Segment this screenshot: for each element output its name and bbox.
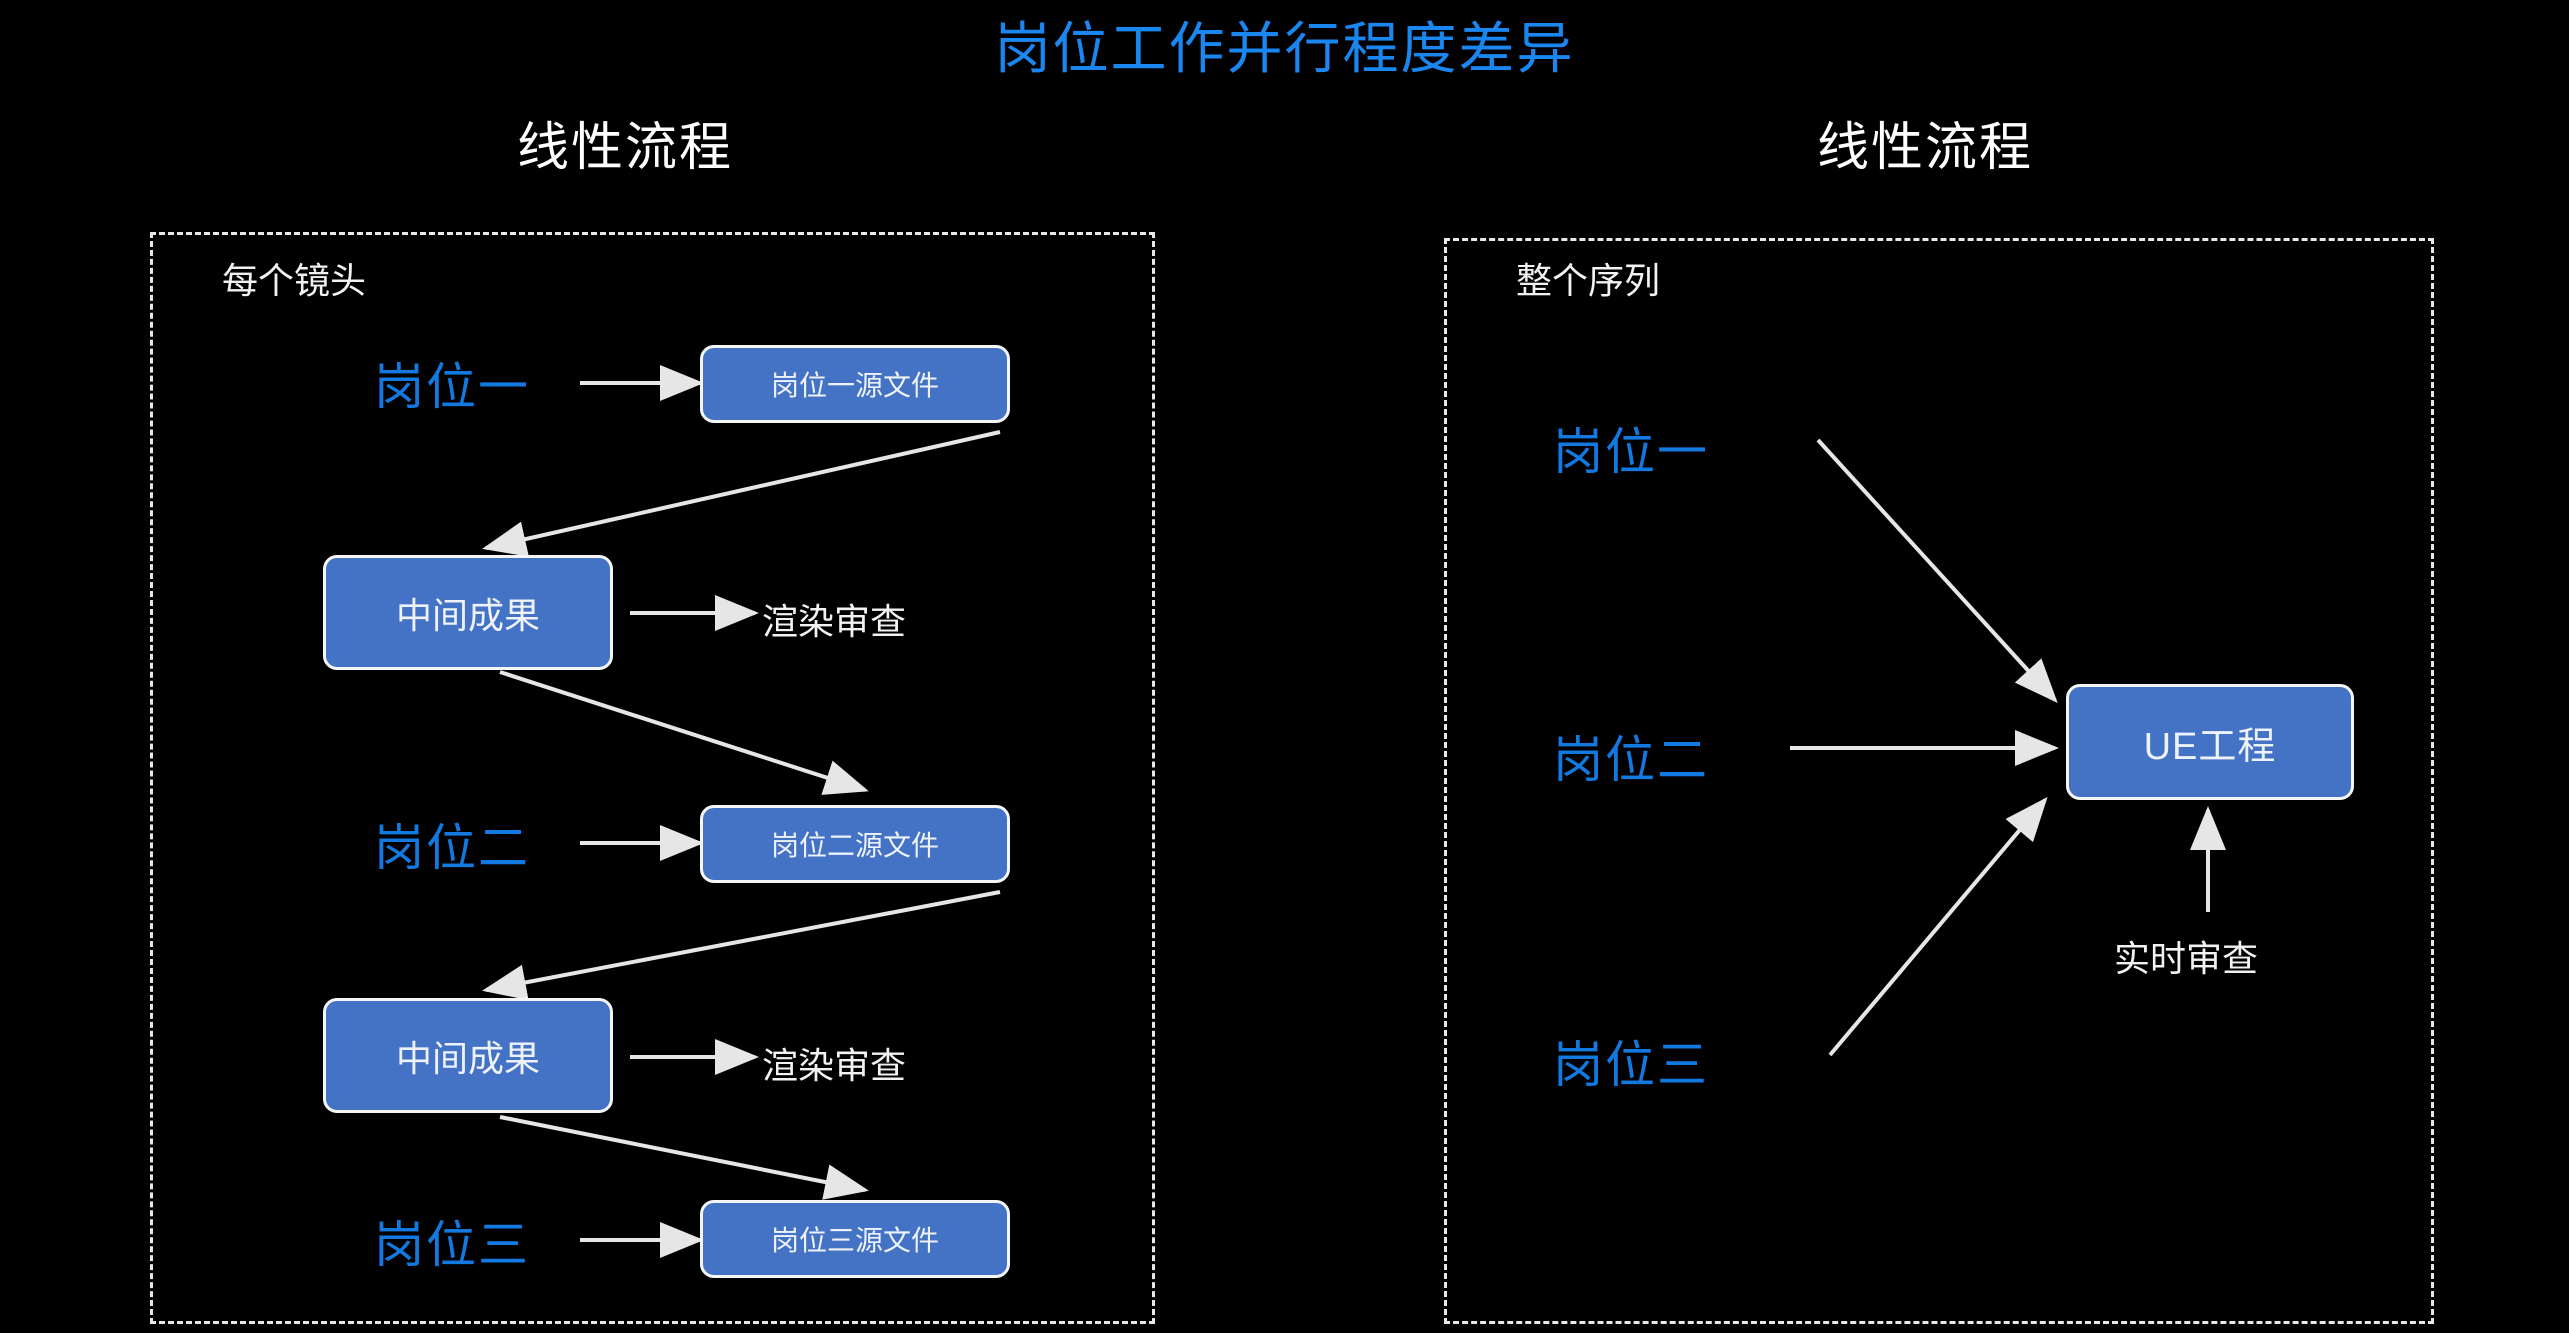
left-intermediate-1[interactable]: 中间成果 [323,555,613,670]
left-source-file-2[interactable]: 岗位二源文件 [700,805,1010,883]
left-intermediate-2[interactable]: 中间成果 [323,998,613,1113]
right-role-3[interactable]: 岗位三 [1553,1037,1709,1093]
right-ue-project[interactable]: UE工程 [2066,684,2354,800]
right-role-2[interactable]: 岗位二 [1553,732,1709,788]
left-panel-container [150,232,1155,1324]
left-role-3[interactable]: 岗位三 [374,1217,530,1273]
left-panel-label: 每个镜头 [222,260,367,301]
left-column-subtitle: 线性流程 [516,119,733,177]
left-render-review-1: 渲染审查 [762,601,907,642]
right-realtime-review: 实时审查 [2114,938,2259,979]
right-panel-label: 整个序列 [1516,260,1661,301]
left-source-file-3[interactable]: 岗位三源文件 [700,1200,1010,1278]
left-render-review-2: 渲染审查 [762,1045,907,1086]
page-title: 岗位工作并行程度差异 [994,17,1575,80]
left-role-1[interactable]: 岗位一 [374,359,530,415]
left-source-file-1[interactable]: 岗位一源文件 [700,345,1010,423]
right-role-1[interactable]: 岗位一 [1553,424,1709,480]
right-column-subtitle: 线性流程 [1816,119,2033,177]
right-panel-container [1444,238,2434,1324]
left-role-2[interactable]: 岗位二 [374,820,530,876]
